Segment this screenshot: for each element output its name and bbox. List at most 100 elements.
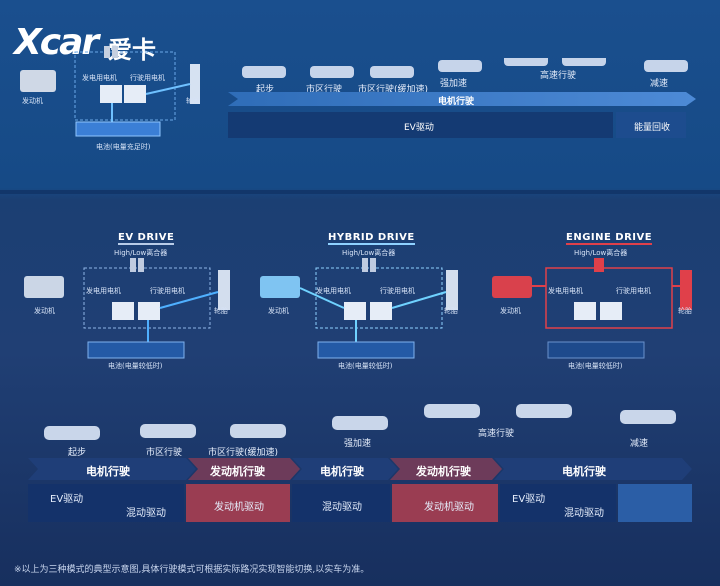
engine-icon — [492, 276, 532, 298]
ev-generator-label: 发电用电机 — [86, 287, 121, 295]
car-icon — [310, 66, 354, 78]
segment-motor-2 — [292, 458, 398, 480]
top-phase-5: 减速 — [650, 79, 669, 89]
car-icon — [230, 424, 286, 438]
hybrid-engine-label: 发动机 — [268, 307, 289, 315]
drive-motor-icon — [370, 302, 392, 320]
segment-motor-3 — [494, 458, 692, 480]
drive-label-engine2: 发动机驱动 — [424, 502, 474, 513]
top-battery-label: 电池(电量充足时) — [96, 143, 151, 151]
generator-icon — [112, 302, 134, 320]
ev-drive-motor-label: 行驶用电机 — [150, 287, 185, 295]
hybrid-mode-diagram — [260, 258, 458, 359]
top-drive-motor-label: 行驶用电机 — [130, 74, 165, 82]
drive-motor-icon — [124, 85, 146, 103]
drive-label-hybrid1: 混动驱动 — [126, 508, 166, 519]
engine-drive-motor-label: 行驶用电机 — [616, 287, 651, 295]
bottom-phase-0: 起步 — [68, 448, 87, 458]
hybrid-mode-title: HYBRID DRIVE — [328, 232, 415, 245]
top-generator-label: 发电用电机 — [82, 74, 117, 82]
hybrid-battery-label: 电池(电量较低时) — [338, 362, 393, 370]
segment-label-4: 电机行驶 — [562, 465, 606, 478]
battery-icon — [317, 341, 415, 359]
ev-engine-label: 发动机 — [34, 307, 55, 315]
drive-motor-icon — [600, 302, 622, 320]
clutch-icon — [130, 258, 136, 272]
top-regen-bar — [616, 112, 686, 138]
drive-ev-2 — [500, 484, 616, 522]
battery-icon — [75, 121, 161, 137]
car-icon — [332, 416, 388, 430]
tire-icon — [218, 270, 230, 310]
car-icon — [644, 60, 688, 72]
top-phase-0: 起步 — [256, 85, 275, 95]
ev-tire-label: 轮胎 — [214, 307, 228, 315]
engine-mode-title: ENGINE DRIVE — [566, 232, 653, 245]
ev-mode-title: EV DRIVE — [118, 232, 175, 245]
engine-mode-diagram — [492, 258, 692, 359]
top-powertrain-diagram — [20, 46, 200, 137]
clutch-icon — [594, 258, 604, 272]
hybrid-generator-label: 发电用电机 — [316, 287, 351, 295]
drive-label-hybrid2: 混动驱动 — [322, 502, 362, 513]
car-icon — [438, 60, 482, 72]
bottom-phase-5: 减速 — [630, 439, 649, 449]
top-phase-2: 市区行驶(缓加速) — [358, 85, 429, 95]
ev-battery-label: 电池(电量较低时) — [108, 362, 163, 370]
drive-engine-1 — [186, 484, 290, 522]
car-icon — [516, 404, 572, 418]
hybrid-drive-motor-label: 行驶用电机 — [380, 287, 415, 295]
segment-label-3: 发动机行驶 — [416, 465, 471, 478]
top-phase-1: 市区行驶 — [306, 85, 343, 95]
segment-engine-2 — [390, 458, 502, 480]
battery-icon — [87, 341, 185, 359]
bottom-phase-3: 强加速 — [344, 439, 372, 449]
segment-label-1: 发动机行驶 — [210, 465, 265, 478]
top-phase-4: 高速行驶 — [540, 71, 577, 81]
car-icon — [242, 66, 286, 78]
car-icon — [504, 58, 548, 66]
tire-icon — [190, 64, 200, 104]
drive-label-hybrid3: 混动驱动 — [564, 508, 604, 519]
clutch-icon — [362, 258, 368, 272]
engine-icon — [20, 70, 56, 92]
top-phase-3: 强加速 — [440, 79, 468, 89]
tire-icon — [680, 270, 692, 310]
car-icon — [424, 404, 480, 418]
hybrid-tire-label: 轮胎 — [444, 307, 458, 315]
car-icon — [620, 410, 676, 424]
bottom-phase-4: 高速行驶 — [478, 429, 515, 439]
generator-icon — [344, 302, 366, 320]
bottom-car-row — [44, 404, 676, 440]
hybrid-clutch-label: High/Low离合器 — [342, 249, 396, 257]
ev-mode-diagram — [24, 258, 230, 359]
bottom-phase-1: 市区行驶 — [146, 448, 183, 458]
engine-icon — [260, 276, 300, 298]
mode-diagrams — [24, 258, 692, 359]
tire-icon — [446, 270, 458, 310]
section-divider — [0, 190, 720, 194]
xcar-logo: Xcar — [14, 22, 99, 63]
drive-label-ev2: EV驱动 — [512, 494, 546, 505]
battery-icon — [547, 341, 645, 359]
car-icon — [562, 58, 606, 66]
top-mode-arrow — [228, 92, 696, 106]
engine-tire-label: 轮胎 — [678, 307, 692, 315]
generator-icon — [100, 85, 122, 103]
drive-hybrid-2 — [292, 484, 390, 522]
drive-engine-2 — [392, 484, 498, 522]
engine-battery-label: 电池(电量较低时) — [568, 362, 623, 370]
generator-icon — [574, 302, 596, 320]
drive-label-ev1: EV驱动 — [50, 494, 84, 505]
footnote: ※以上为三种模式的典型示意图,具体行驶模式可根据实际路况实现智能切换,以实车为准… — [14, 565, 370, 575]
car-icon — [370, 66, 414, 78]
segment-engine-1 — [188, 458, 300, 480]
engine-generator-label: 发电用电机 — [548, 287, 583, 295]
top-tire-label: 轮胎 — [186, 97, 200, 105]
car-icon — [140, 424, 196, 438]
bottom-phase-2: 市区行驶(缓加速) — [208, 448, 279, 458]
segment-label-2: 电机行驶 — [320, 465, 364, 478]
segment-motor-1 — [28, 458, 196, 480]
segment-label-0: 电机行驶 — [86, 465, 130, 478]
top-engine-label: 发动机 — [22, 97, 43, 105]
